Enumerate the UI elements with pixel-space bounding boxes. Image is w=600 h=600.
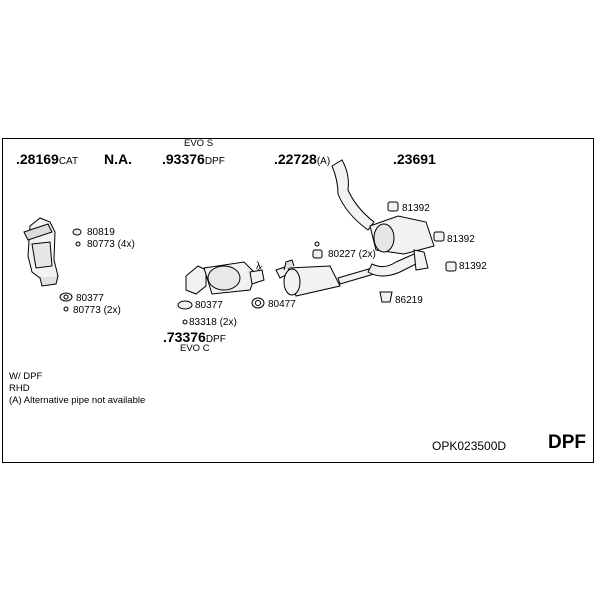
kit-code: OPK023500D	[432, 439, 507, 453]
note-line-3: (A) Alternative pipe not available	[9, 395, 146, 406]
fitting-81392-b: 81392	[447, 234, 475, 245]
fitting-80477: 80477	[268, 299, 296, 310]
fitting-80773-2x: 80773 (2x)	[73, 305, 121, 316]
variant-evo-s: EVO S	[184, 138, 214, 149]
fitting-81392-a: 81392	[402, 203, 430, 214]
diagram-frame	[2, 138, 594, 463]
part-number-73376: .73376DPF	[163, 329, 226, 345]
part-number-22728: .22728(A)	[274, 151, 331, 167]
note-line-1: W/ DPF	[9, 371, 43, 382]
fitting-80819: 80819	[87, 227, 115, 238]
fitting-80227: 80227 (2x)	[328, 249, 376, 260]
fitting-80773-4x: 80773 (4x)	[87, 239, 135, 250]
middle-silencer-drawing	[275, 259, 375, 297]
part-na: N.A.	[104, 151, 132, 167]
gasket-icon	[177, 297, 265, 325]
variant-evo-c: EVO C	[180, 343, 210, 354]
catalytic-converter-drawing	[23, 217, 59, 287]
part-number-93376: .93376DPF	[162, 151, 225, 167]
note-line-2: RHD	[9, 383, 30, 394]
part-number-23691: .23691	[393, 151, 436, 167]
fitting-80377-b: 80377	[195, 300, 223, 311]
kit-type: DPF	[548, 432, 586, 453]
rear-silencer-drawing	[331, 159, 435, 277]
gasket-icon	[59, 228, 82, 312]
fitting-80377-a: 80377	[76, 293, 104, 304]
rubber-hanger-icon	[312, 201, 457, 303]
fitting-81392-c: 81392	[459, 261, 487, 272]
dpf-drawing	[185, 261, 265, 295]
lambda-sensor-label: λ	[256, 261, 261, 272]
fitting-83318: 83318 (2x)	[189, 317, 237, 328]
part-number-28169: .28169CAT	[16, 151, 79, 167]
fitting-86219: 86219	[395, 295, 423, 306]
